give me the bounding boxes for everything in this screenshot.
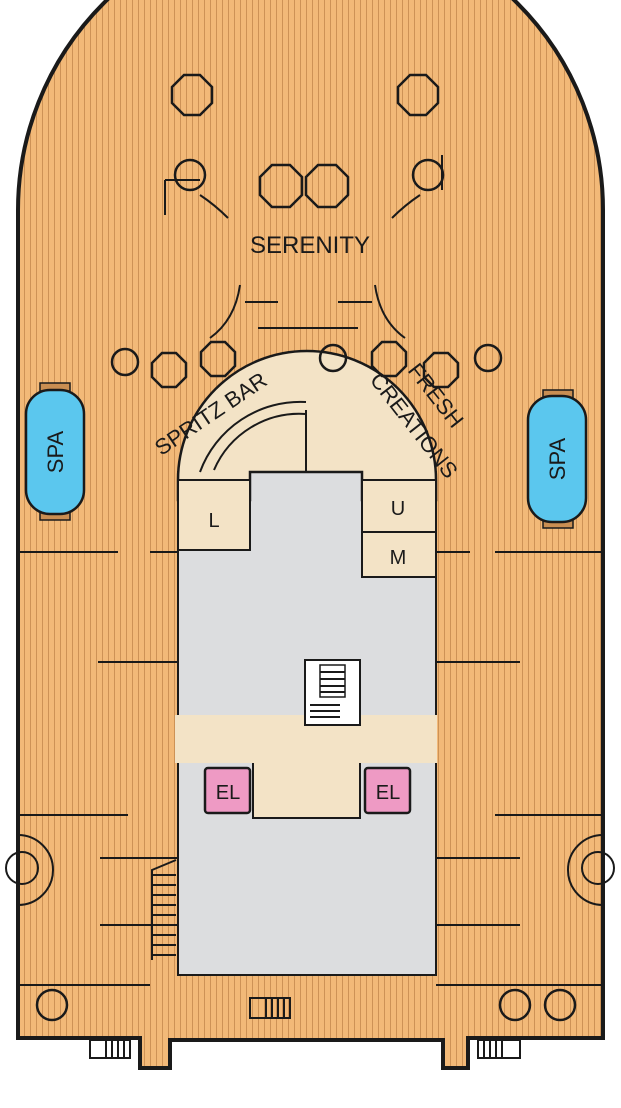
lounger-lines (164, 155, 443, 339)
spa-right-label: SPA (545, 437, 570, 480)
elevator-left (203, 766, 252, 815)
side-stairs-icon (151, 859, 177, 960)
serenity-label: SERENITY (250, 232, 370, 259)
room-u (361, 479, 437, 533)
spa-left: SPA (24, 382, 86, 521)
octagon-tables (150, 73, 460, 389)
room-l-label: L (208, 510, 219, 532)
round-seating (35, 158, 577, 1022)
room-l (177, 479, 251, 551)
elevator-lobby (252, 763, 361, 819)
room-m (361, 531, 437, 578)
elevator-right (363, 766, 412, 815)
spa-left-label: SPA (43, 430, 68, 473)
bottom-stairs-icon (249, 997, 291, 1019)
side-lounges (5, 834, 615, 906)
spa-right: SPA (526, 389, 588, 529)
deck-dividers (18, 551, 603, 986)
room-m-label: M (390, 547, 407, 569)
stairs-icon (304, 659, 361, 726)
elevator-left-label: EL (216, 782, 240, 804)
gangway-right-icon (477, 1039, 521, 1059)
elevator-right-label: EL (376, 782, 400, 804)
gangway-left-icon (89, 1039, 131, 1059)
room-u-label: U (391, 498, 405, 520)
